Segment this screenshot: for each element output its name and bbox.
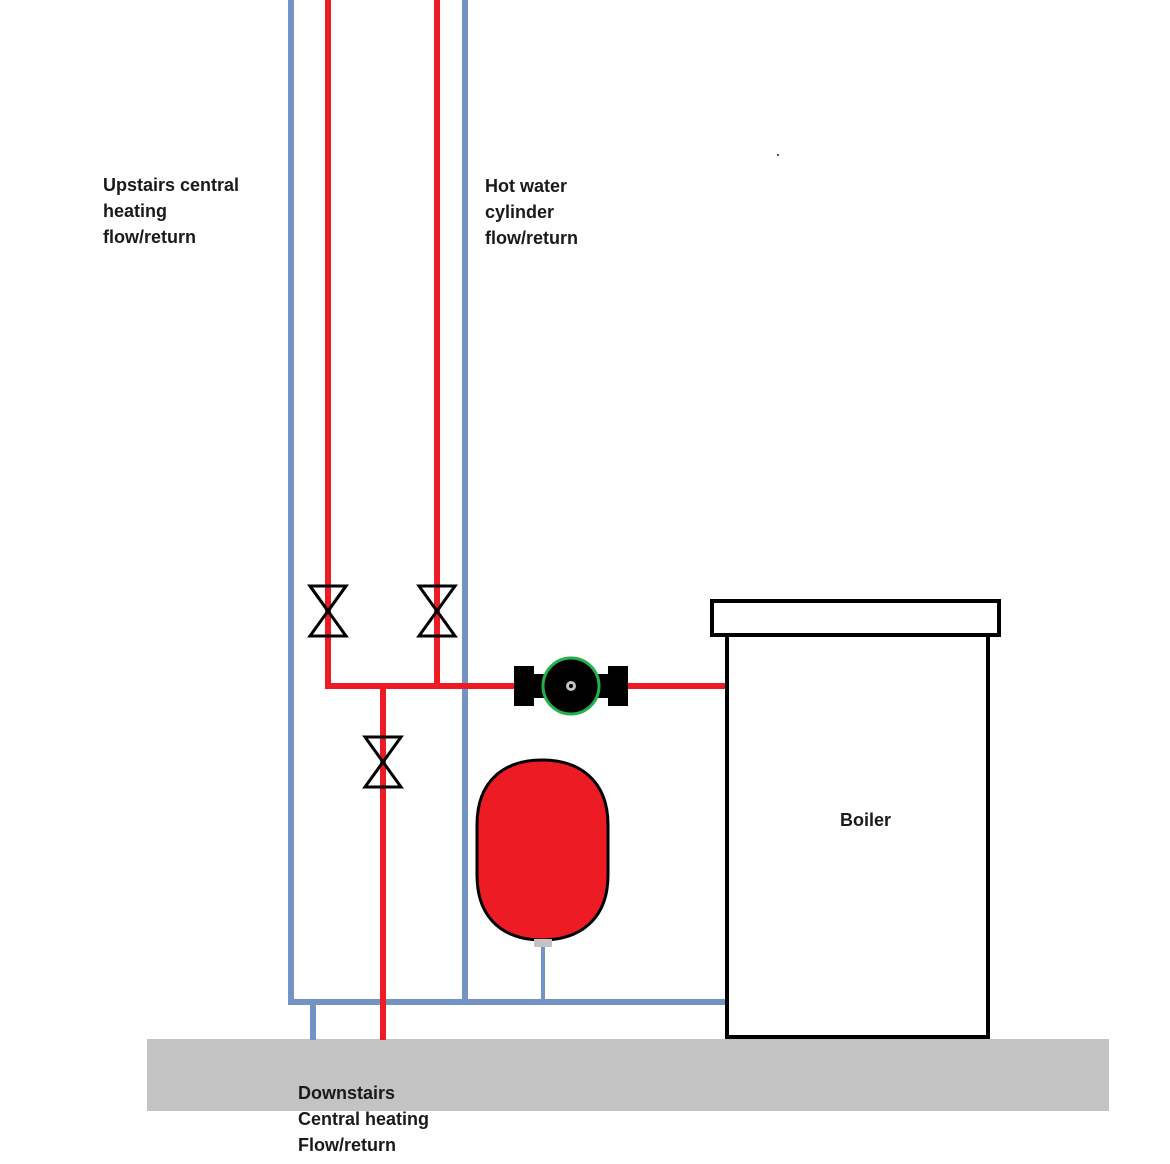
boiler-unit[interactable] xyxy=(710,599,1001,1039)
hot-water-cylinder-label: Hot water cylinder flow/return xyxy=(485,173,578,251)
downstairs-heating-label: Downstairs Central heating Flow/return xyxy=(298,1080,429,1158)
vessel-body xyxy=(475,758,610,942)
isolation-valve-downstairs[interactable] xyxy=(362,735,404,789)
isolation-valve-hot-water[interactable] xyxy=(416,584,458,638)
downstairs-label-line-2: Central heating xyxy=(298,1109,430,1129)
pump-flange-left xyxy=(514,666,534,706)
return-pipes xyxy=(288,0,728,1040)
hot-water-label-line-1: Hot water xyxy=(485,176,568,196)
upstairs-label-line-3: flow/return xyxy=(103,227,196,247)
hot-water-label-line-3: flow/return xyxy=(485,228,578,248)
boiler-body xyxy=(725,633,990,1039)
hot-water-label-line-2: cylinder xyxy=(485,202,555,222)
pump-flange-right xyxy=(608,666,628,706)
boiler-label: Boiler xyxy=(840,807,891,833)
pump-spindle-dot xyxy=(569,684,573,688)
expansion-vessel[interactable] xyxy=(475,758,610,947)
downstairs-label-line-3: Flow/return xyxy=(298,1135,396,1155)
circulating-pump[interactable] xyxy=(514,656,628,716)
upstairs-label-line-1: Upstairs central xyxy=(103,175,240,195)
upstairs-heating-label: Upstairs central heating flow/return xyxy=(103,172,239,250)
boiler-label-text: Boiler xyxy=(840,810,892,830)
floor-slab xyxy=(147,1039,1109,1111)
stray-dot xyxy=(777,154,779,156)
isolation-valve-upstairs[interactable] xyxy=(307,584,349,638)
boiler-top-cap xyxy=(710,599,1001,637)
flow-pipes xyxy=(325,0,728,1040)
downstairs-label-line-1: Downstairs xyxy=(298,1083,396,1103)
upstairs-label-line-2: heating xyxy=(103,201,168,221)
vessel-valve xyxy=(534,939,552,947)
